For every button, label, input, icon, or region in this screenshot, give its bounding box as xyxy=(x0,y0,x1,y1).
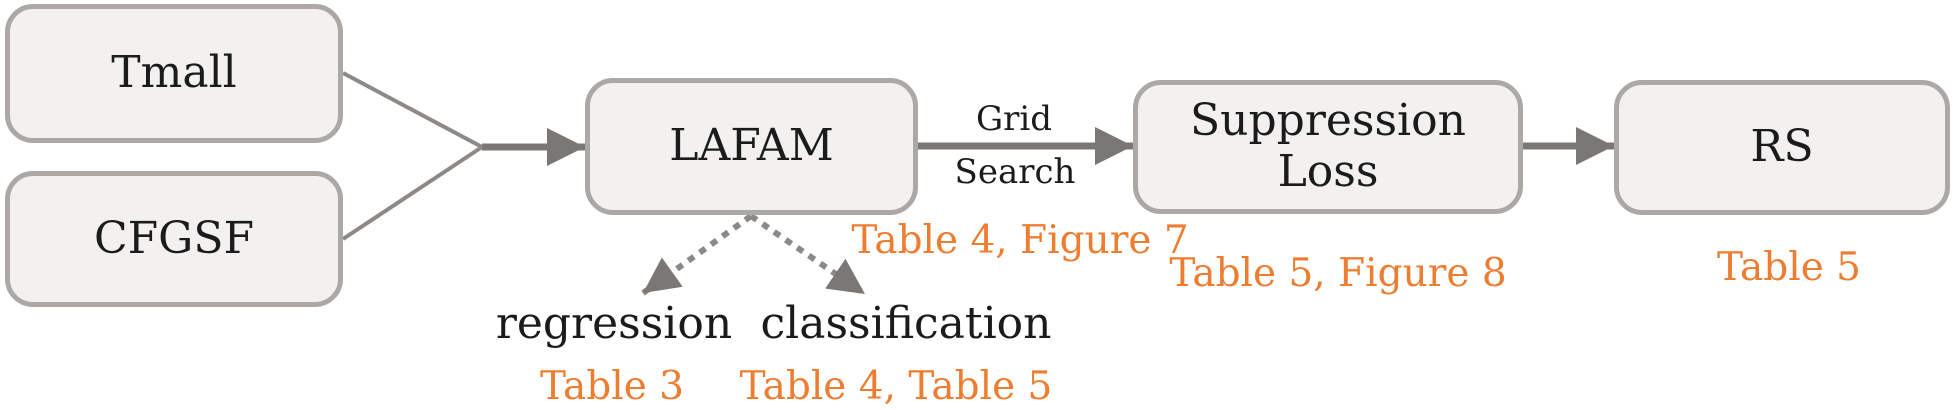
node-tmall: Tmall xyxy=(5,4,343,143)
node-lafam: LAFAM xyxy=(585,78,918,215)
node-tmall-label: Tmall xyxy=(111,47,237,99)
edge-cfgsf-merge xyxy=(341,145,484,241)
node-rs: RS xyxy=(1614,80,1950,215)
annotation-rs: Table 5 xyxy=(1717,245,1861,290)
node-cfgsf-label: CFGSF xyxy=(93,212,254,264)
node-cfgsf: CFGSF xyxy=(5,171,343,307)
node-lafam-label: LAFAM xyxy=(669,120,834,172)
node-rs-label: RS xyxy=(1750,121,1814,173)
branch-label-classification: classification xyxy=(760,298,1052,349)
annotation-suppression-loss: Table 5, Figure 8 xyxy=(1169,251,1507,296)
edge-label-grid: Grid xyxy=(975,99,1053,139)
node-suppression-loss: Suppression Loss xyxy=(1133,80,1523,214)
annotation-lafam: Table 4, Figure 7 xyxy=(851,218,1189,263)
branch-label-regression: regression xyxy=(495,298,733,349)
annotation-classification: Table 4, Table 5 xyxy=(739,364,1053,409)
node-suppression-loss-label-line2: Loss xyxy=(1277,146,1379,197)
edge-lafam-classification-dotted-arrow xyxy=(749,213,867,297)
annotation-regression: Table 3 xyxy=(540,364,684,409)
edge-tmall-merge xyxy=(342,71,483,149)
node-suppression-loss-label-line1: Suppression xyxy=(1190,95,1466,147)
edge-lafam-regression-dotted-arrow xyxy=(641,213,753,296)
edge-label-search: Search xyxy=(954,152,1076,192)
